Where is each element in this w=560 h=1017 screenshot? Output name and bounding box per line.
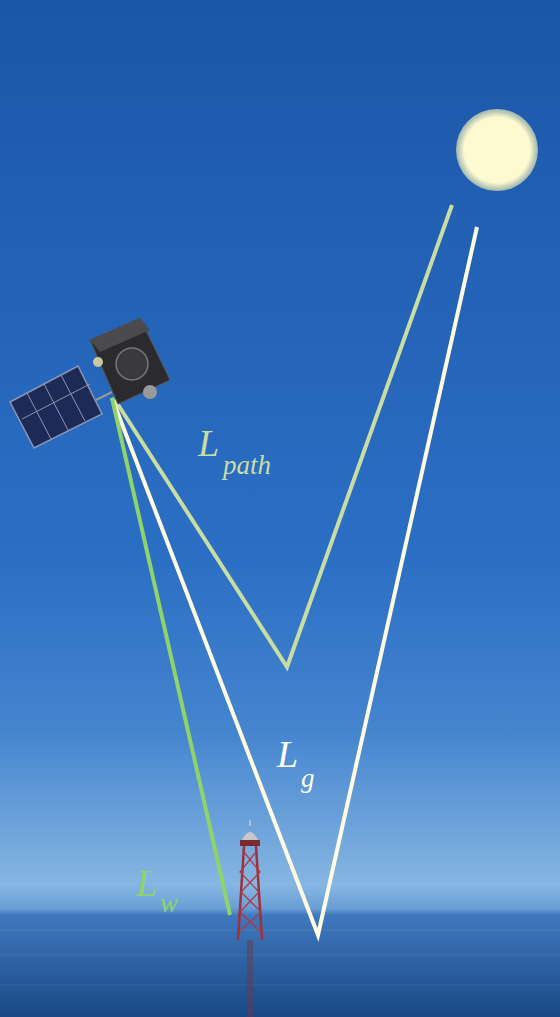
radiance-symbol: L bbox=[136, 864, 157, 902]
measurement-tower bbox=[238, 820, 262, 1017]
sea-ripples bbox=[0, 930, 560, 985]
radiance-subscript: w bbox=[160, 890, 178, 917]
path-radiance-ray bbox=[115, 205, 452, 667]
radiance-subscript: g bbox=[301, 765, 315, 792]
water-leaving-ray bbox=[112, 398, 230, 915]
radiance-symbol: L bbox=[277, 735, 298, 773]
glint-ray bbox=[112, 227, 477, 935]
sun bbox=[456, 109, 538, 191]
satellite bbox=[10, 318, 170, 448]
radiance-symbol: L bbox=[198, 424, 219, 462]
radiance-subscript: path bbox=[223, 452, 271, 479]
